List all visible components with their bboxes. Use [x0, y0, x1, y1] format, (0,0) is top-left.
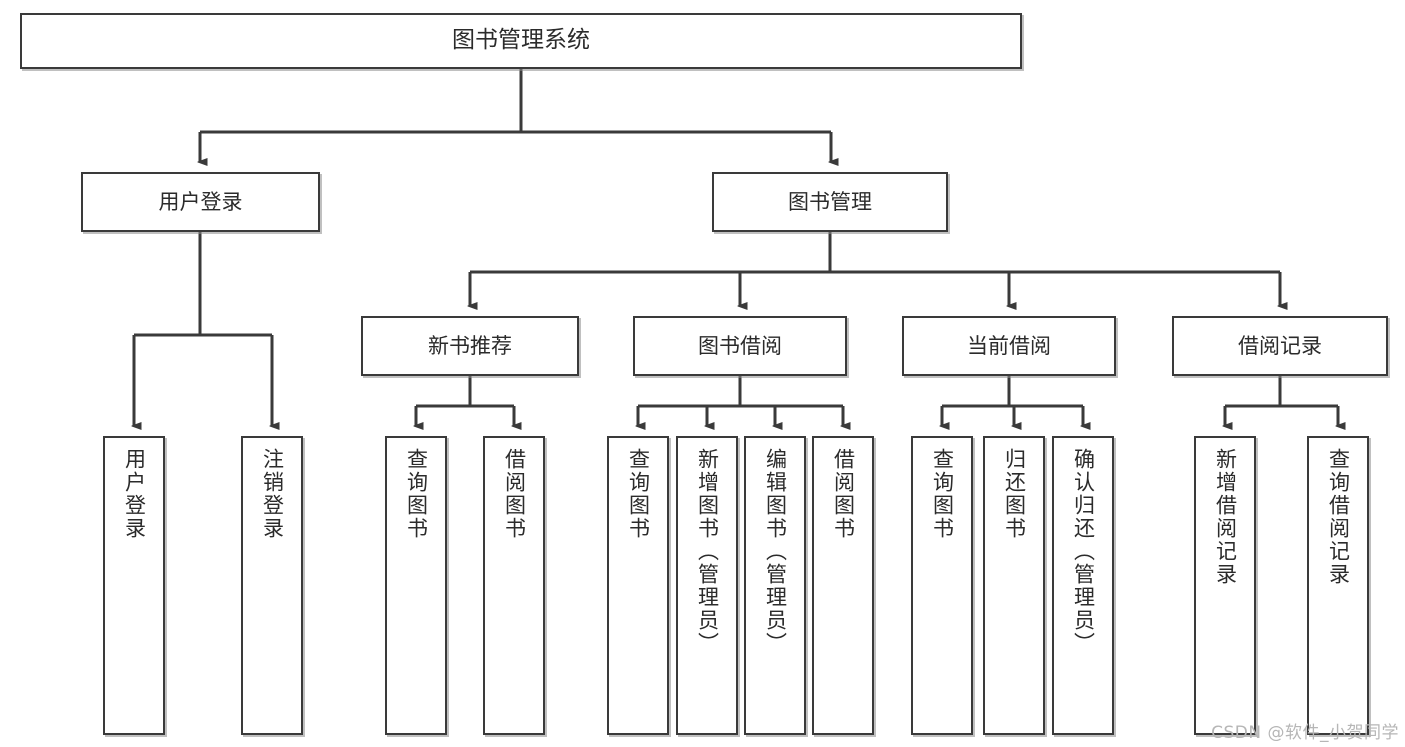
node-leaf-query-record-label: 查询借阅记录: [1326, 448, 1351, 586]
node-leaf-borrow-book-label: 借阅图书: [831, 448, 856, 540]
node-leaf-query-book-rec-label: 查询图书: [404, 448, 429, 540]
node-current-borrow-label: 当前借阅: [967, 333, 1051, 358]
node-leaf-logout[interactable]: 注销登录: [241, 436, 303, 735]
node-user-login-label: 用户登录: [158, 189, 243, 214]
node-leaf-query-book-borrow[interactable]: 查询图书: [607, 436, 669, 735]
node-leaf-add-record-label: 新增借阅记录: [1213, 448, 1238, 586]
node-leaf-query-record[interactable]: 查询借阅记录: [1307, 436, 1369, 735]
node-leaf-query-book-borrow-label: 查询图书: [626, 448, 651, 540]
node-root[interactable]: 图书管理系统: [20, 13, 1022, 69]
node-leaf-logout-label: 注销登录: [260, 448, 285, 540]
node-leaf-confirm-return-label: 确认归还（管理员）: [1071, 448, 1096, 655]
node-leaf-add-record[interactable]: 新增借阅记录: [1194, 436, 1256, 735]
node-new-book-recommend[interactable]: 新书推荐: [361, 316, 579, 376]
node-leaf-user-login-label: 用户登录: [122, 448, 147, 540]
node-user-login[interactable]: 用户登录: [81, 172, 320, 232]
node-book-borrow[interactable]: 图书借阅: [633, 316, 847, 376]
node-leaf-query-book-cur[interactable]: 查询图书: [911, 436, 973, 735]
node-leaf-query-book-rec[interactable]: 查询图书: [385, 436, 447, 735]
node-leaf-confirm-return[interactable]: 确认归还（管理员）: [1052, 436, 1114, 735]
node-book-borrow-label: 图书借阅: [698, 333, 782, 358]
node-leaf-borrow-book-rec-label: 借阅图书: [502, 448, 527, 540]
csdn-watermark: CSDN @软件_小贺同学: [1211, 723, 1399, 743]
node-current-borrow[interactable]: 当前借阅: [902, 316, 1116, 376]
node-root-label: 图书管理系统: [452, 27, 590, 54]
node-leaf-borrow-book-rec[interactable]: 借阅图书: [483, 436, 545, 735]
node-borrow-record-label: 借阅记录: [1238, 333, 1322, 358]
node-leaf-add-book-label: 新增图书（管理员）: [695, 448, 720, 655]
node-book-management-label: 图书管理: [788, 189, 872, 214]
node-book-management[interactable]: 图书管理: [712, 172, 948, 232]
node-new-book-recommend-label: 新书推荐: [428, 333, 512, 358]
node-borrow-record[interactable]: 借阅记录: [1172, 316, 1388, 376]
node-leaf-query-book-cur-label: 查询图书: [930, 448, 955, 540]
node-leaf-edit-book-label: 编辑图书（管理员）: [763, 448, 788, 655]
node-leaf-add-book[interactable]: 新增图书（管理员）: [676, 436, 738, 735]
node-leaf-return-book[interactable]: 归还图书: [983, 436, 1045, 735]
node-leaf-return-book-label: 归还图书: [1002, 448, 1027, 540]
node-leaf-user-login[interactable]: 用户登录: [103, 436, 165, 735]
node-leaf-edit-book[interactable]: 编辑图书（管理员）: [744, 436, 806, 735]
node-leaf-borrow-book[interactable]: 借阅图书: [812, 436, 874, 735]
